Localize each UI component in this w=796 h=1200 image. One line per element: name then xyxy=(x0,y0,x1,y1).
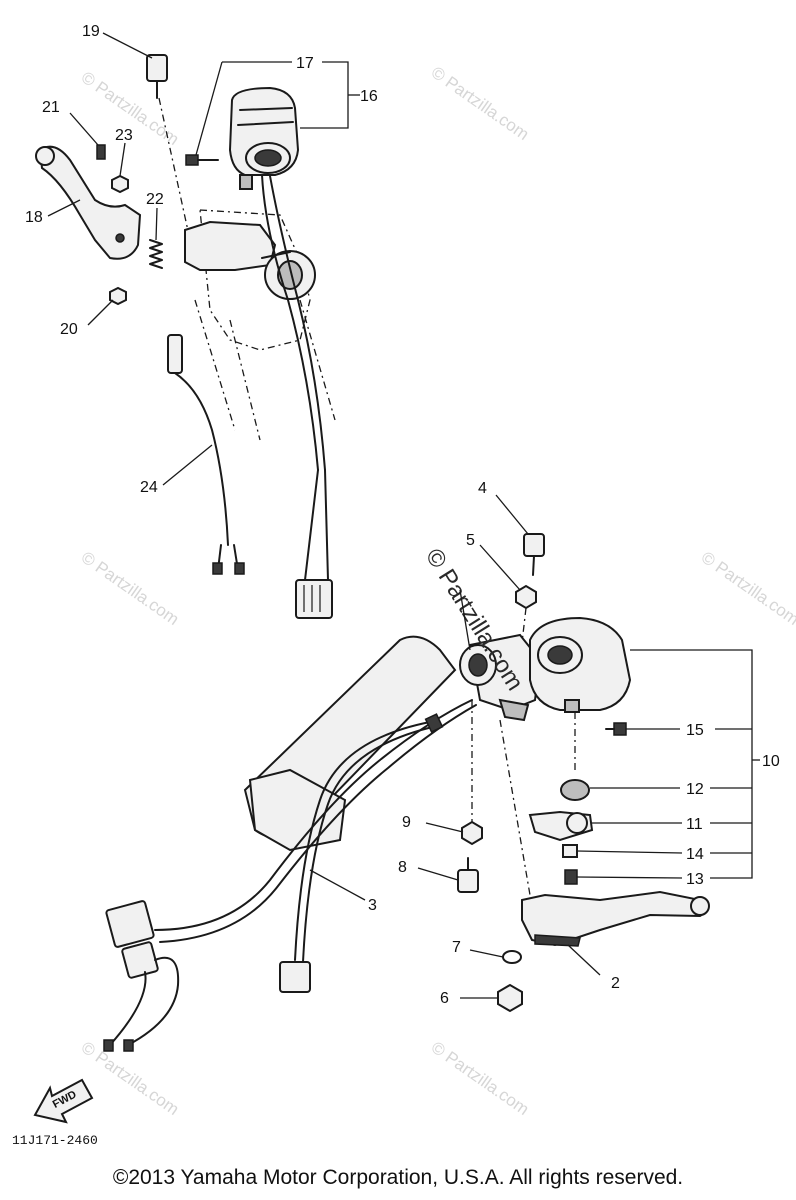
copyright-notice: ©2013 Yamaha Motor Corporation, U.S.A. A… xyxy=(112,1166,684,1189)
screw-13 xyxy=(564,869,578,885)
o-ring-7 xyxy=(502,950,522,964)
right-handlebar-assembly: © Partzilla.com xyxy=(103,533,710,1052)
part-number-label: 8 xyxy=(398,859,407,876)
watermark: © Partzilla.com xyxy=(428,1038,533,1119)
part-labels: 19 17 16 21 23 22 18 20 24 4 5 15 10 12 … xyxy=(25,23,780,1007)
bolt-4 xyxy=(523,533,545,576)
part-14 xyxy=(562,844,578,858)
part-number-label: 22 xyxy=(146,191,164,208)
switch-lever-11 xyxy=(528,810,594,842)
fwd-arrow: FWD xyxy=(33,1078,94,1124)
part-number-label: 11 xyxy=(686,816,703,833)
part-number-label: 4 xyxy=(478,480,487,497)
part-number-label: 23 xyxy=(115,127,133,144)
watermark: © Partzilla.com xyxy=(428,63,533,144)
switch-housing-16 xyxy=(228,86,300,190)
switch-cable-24 xyxy=(167,334,245,575)
screw-15 xyxy=(605,722,627,736)
part-number-label: 16 xyxy=(360,88,378,105)
nut-20 xyxy=(109,286,127,306)
screw-21 xyxy=(96,144,106,160)
part-number-label: 3 xyxy=(368,897,377,914)
part-number-label: 5 xyxy=(466,532,475,549)
part-number-label: 13 xyxy=(686,871,704,888)
connector-3 xyxy=(279,961,311,993)
lever-bracket xyxy=(459,633,542,722)
lever-18 xyxy=(35,145,142,260)
part-number-label: 18 xyxy=(25,209,43,226)
nut-9 xyxy=(461,820,483,846)
left-handlebar-assembly xyxy=(35,54,336,619)
switch-12 xyxy=(560,779,590,801)
part-number-label: 7 xyxy=(452,939,461,956)
part-number-label: 20 xyxy=(60,321,78,338)
part-number-label: 15 xyxy=(686,722,704,739)
part-number-label: 12 xyxy=(686,781,704,798)
screw-17 xyxy=(185,154,219,166)
drawing-code: 11J171-2460 xyxy=(12,1133,98,1148)
watermark: © Partzilla.com xyxy=(698,548,796,629)
nut-23 xyxy=(111,174,129,194)
part-number-label: 19 xyxy=(82,23,100,40)
nut-6 xyxy=(497,983,523,1013)
bolt-19 xyxy=(146,54,168,99)
part-number-label: 10 xyxy=(762,753,780,770)
callout-lines xyxy=(47,32,760,999)
part-number-label: 2 xyxy=(611,975,620,992)
switch-housing-10 xyxy=(529,616,632,713)
part-number-label: 24 xyxy=(140,479,158,496)
part-number-label: 14 xyxy=(686,846,704,863)
watermark: © Partzilla.com xyxy=(78,548,183,629)
part-number-label: 17 xyxy=(296,55,314,72)
part-number-label: 21 xyxy=(42,99,60,116)
part-number-label: 6 xyxy=(440,990,449,1007)
clutch-lever-2 xyxy=(521,890,710,947)
part-number-label: 9 xyxy=(402,814,411,831)
bolt-8 xyxy=(457,857,479,893)
washer-5 xyxy=(515,584,537,610)
spring-22 xyxy=(149,239,163,269)
